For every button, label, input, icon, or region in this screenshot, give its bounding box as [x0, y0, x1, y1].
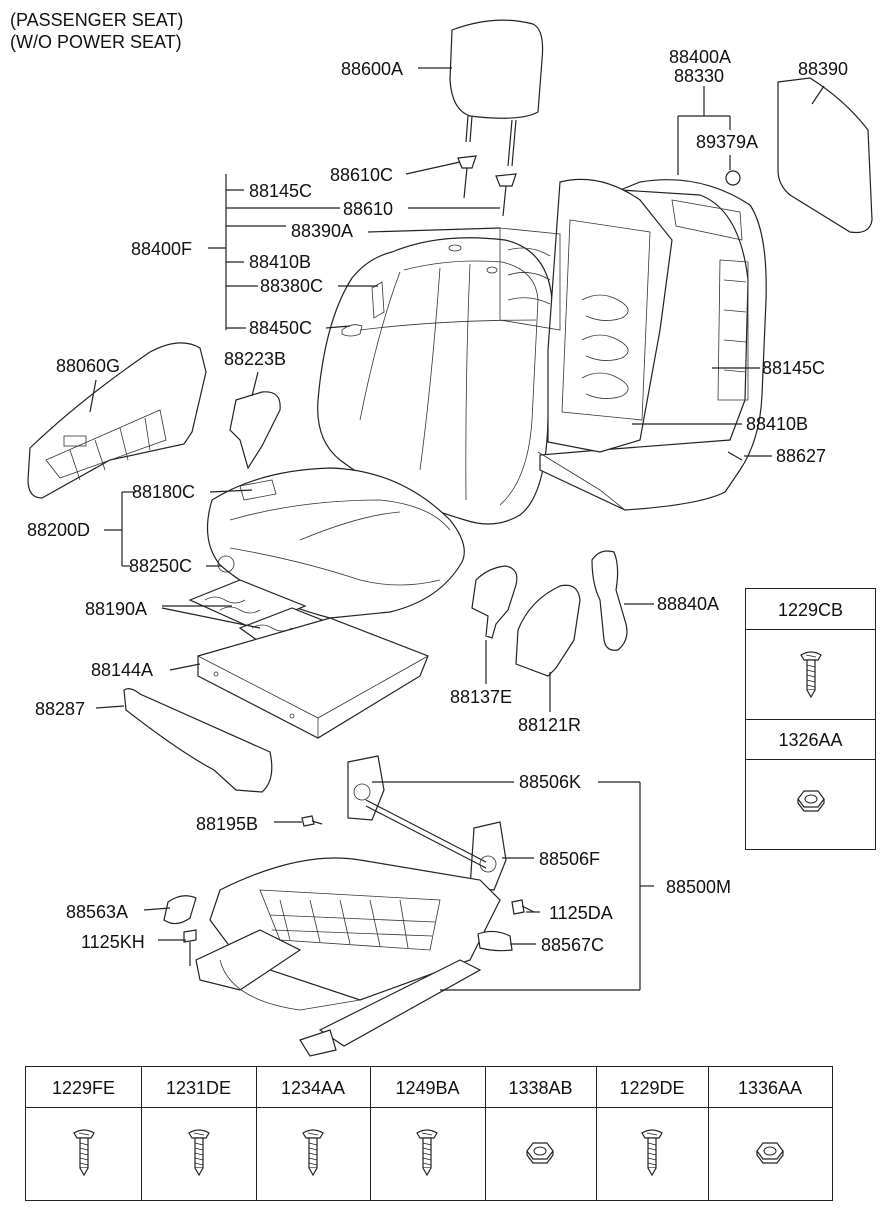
fastener-code: 1326AA: [778, 730, 843, 750]
lever-drawing: [591, 550, 628, 651]
seatback-frame-drawing: [499, 170, 767, 511]
header-line-1: (PASSENGER SEAT): [10, 10, 184, 30]
screw-icon: [188, 1129, 210, 1177]
part-label[interactable]: 88506F: [539, 849, 601, 869]
part-label[interactable]: 88563A: [66, 902, 129, 922]
side-shield-drawing: [27, 342, 207, 499]
part-label[interactable]: 88144A: [91, 660, 154, 680]
fasteners-drawing: [163, 815, 535, 966]
part-label[interactable]: 88410B: [746, 414, 809, 434]
screw-icon: [416, 1129, 438, 1177]
part-label[interactable]: 88121R: [518, 715, 582, 735]
bracket-drawing: [229, 391, 281, 470]
diagram-header: (PASSENGER SEAT) (W/O POWER SEAT): [10, 10, 183, 53]
screw-icon: [302, 1129, 324, 1177]
screw-icon: [641, 1129, 663, 1177]
part-label[interactable]: 88567C: [541, 935, 605, 955]
fastener-code: 1338AB: [508, 1078, 573, 1098]
part-label[interactable]: 88627: [776, 446, 827, 466]
fastener-code: 1234AA: [280, 1078, 346, 1098]
part-label[interactable]: 88840A: [657, 594, 720, 614]
part-label[interactable]: 88287: [35, 699, 86, 719]
part-label[interactable]: 88610C: [330, 165, 394, 185]
fastener-code: 1229FE: [51, 1078, 116, 1098]
fastener-code: 1231DE: [165, 1078, 232, 1098]
front-trim-drawing: [123, 688, 273, 793]
fastener-code: 1336AA: [737, 1078, 803, 1098]
screw-icon: [73, 1129, 95, 1177]
part-label[interactable]: 1125DA: [549, 903, 613, 923]
part-label[interactable]: 88390A: [291, 221, 354, 241]
seat-frame-drawing: [195, 755, 507, 1057]
part-label[interactable]: 88190A: [85, 599, 148, 619]
fastener-code: 1249BA: [395, 1078, 460, 1098]
part-label[interactable]: 88250C: [129, 556, 193, 576]
part-label[interactable]: 88060G: [56, 356, 121, 376]
headrest-drawing: [449, 19, 544, 217]
part-label[interactable]: 89379A: [696, 132, 759, 152]
fastener-code: 1229CB: [777, 600, 844, 620]
part-label[interactable]: 88145C: [762, 358, 826, 378]
part-label[interactable]: 88400F: [131, 239, 193, 259]
part-label[interactable]: 1125KH: [81, 932, 145, 952]
part-label[interactable]: 88380C: [260, 276, 324, 296]
bottom-fastener-table: 1229FE 1231DE 1234AA 1249BA 1338AB 1229D…: [25, 1066, 833, 1201]
part-label[interactable]: 88500M: [666, 877, 732, 897]
screw-icon: [800, 651, 822, 699]
nut-icon: [756, 1142, 784, 1164]
part-label[interactable]: 88137E: [450, 687, 513, 707]
nut-icon: [797, 790, 825, 812]
part-label[interactable]: 88410B: [249, 252, 312, 272]
side-cover-drawing: [515, 584, 581, 677]
part-label[interactable]: 88390: [798, 59, 849, 79]
part-label[interactable]: 88223B: [224, 349, 287, 369]
part-label[interactable]: 88506K: [519, 772, 582, 792]
cable-drawing: [471, 565, 518, 639]
nut-icon: [526, 1142, 554, 1164]
part-label[interactable]: 88400A: [669, 47, 732, 67]
header-line-2: (W/O POWER SEAT): [10, 31, 182, 52]
part-label[interactable]: 88200D: [27, 520, 91, 540]
part-label[interactable]: 88610: [343, 199, 394, 219]
part-label[interactable]: 88330: [674, 66, 725, 86]
part-label[interactable]: 88450C: [249, 318, 313, 338]
side-fastener-table: 1229CB 1326AA: [745, 588, 876, 850]
cushion-pad-drawing: [197, 617, 429, 739]
part-label[interactable]: 88195B: [196, 814, 259, 834]
part-label[interactable]: 88145C: [249, 181, 313, 201]
part-label[interactable]: 88600A: [341, 59, 404, 79]
seat-cushion-drawing: [206, 467, 465, 619]
seatback-cover-drawing: [317, 237, 553, 525]
back-panel-drawing: [777, 77, 873, 234]
fastener-code: 1229DE: [619, 1078, 685, 1098]
leader-lines: [89, 67, 825, 991]
part-label[interactable]: 88180C: [132, 482, 196, 502]
